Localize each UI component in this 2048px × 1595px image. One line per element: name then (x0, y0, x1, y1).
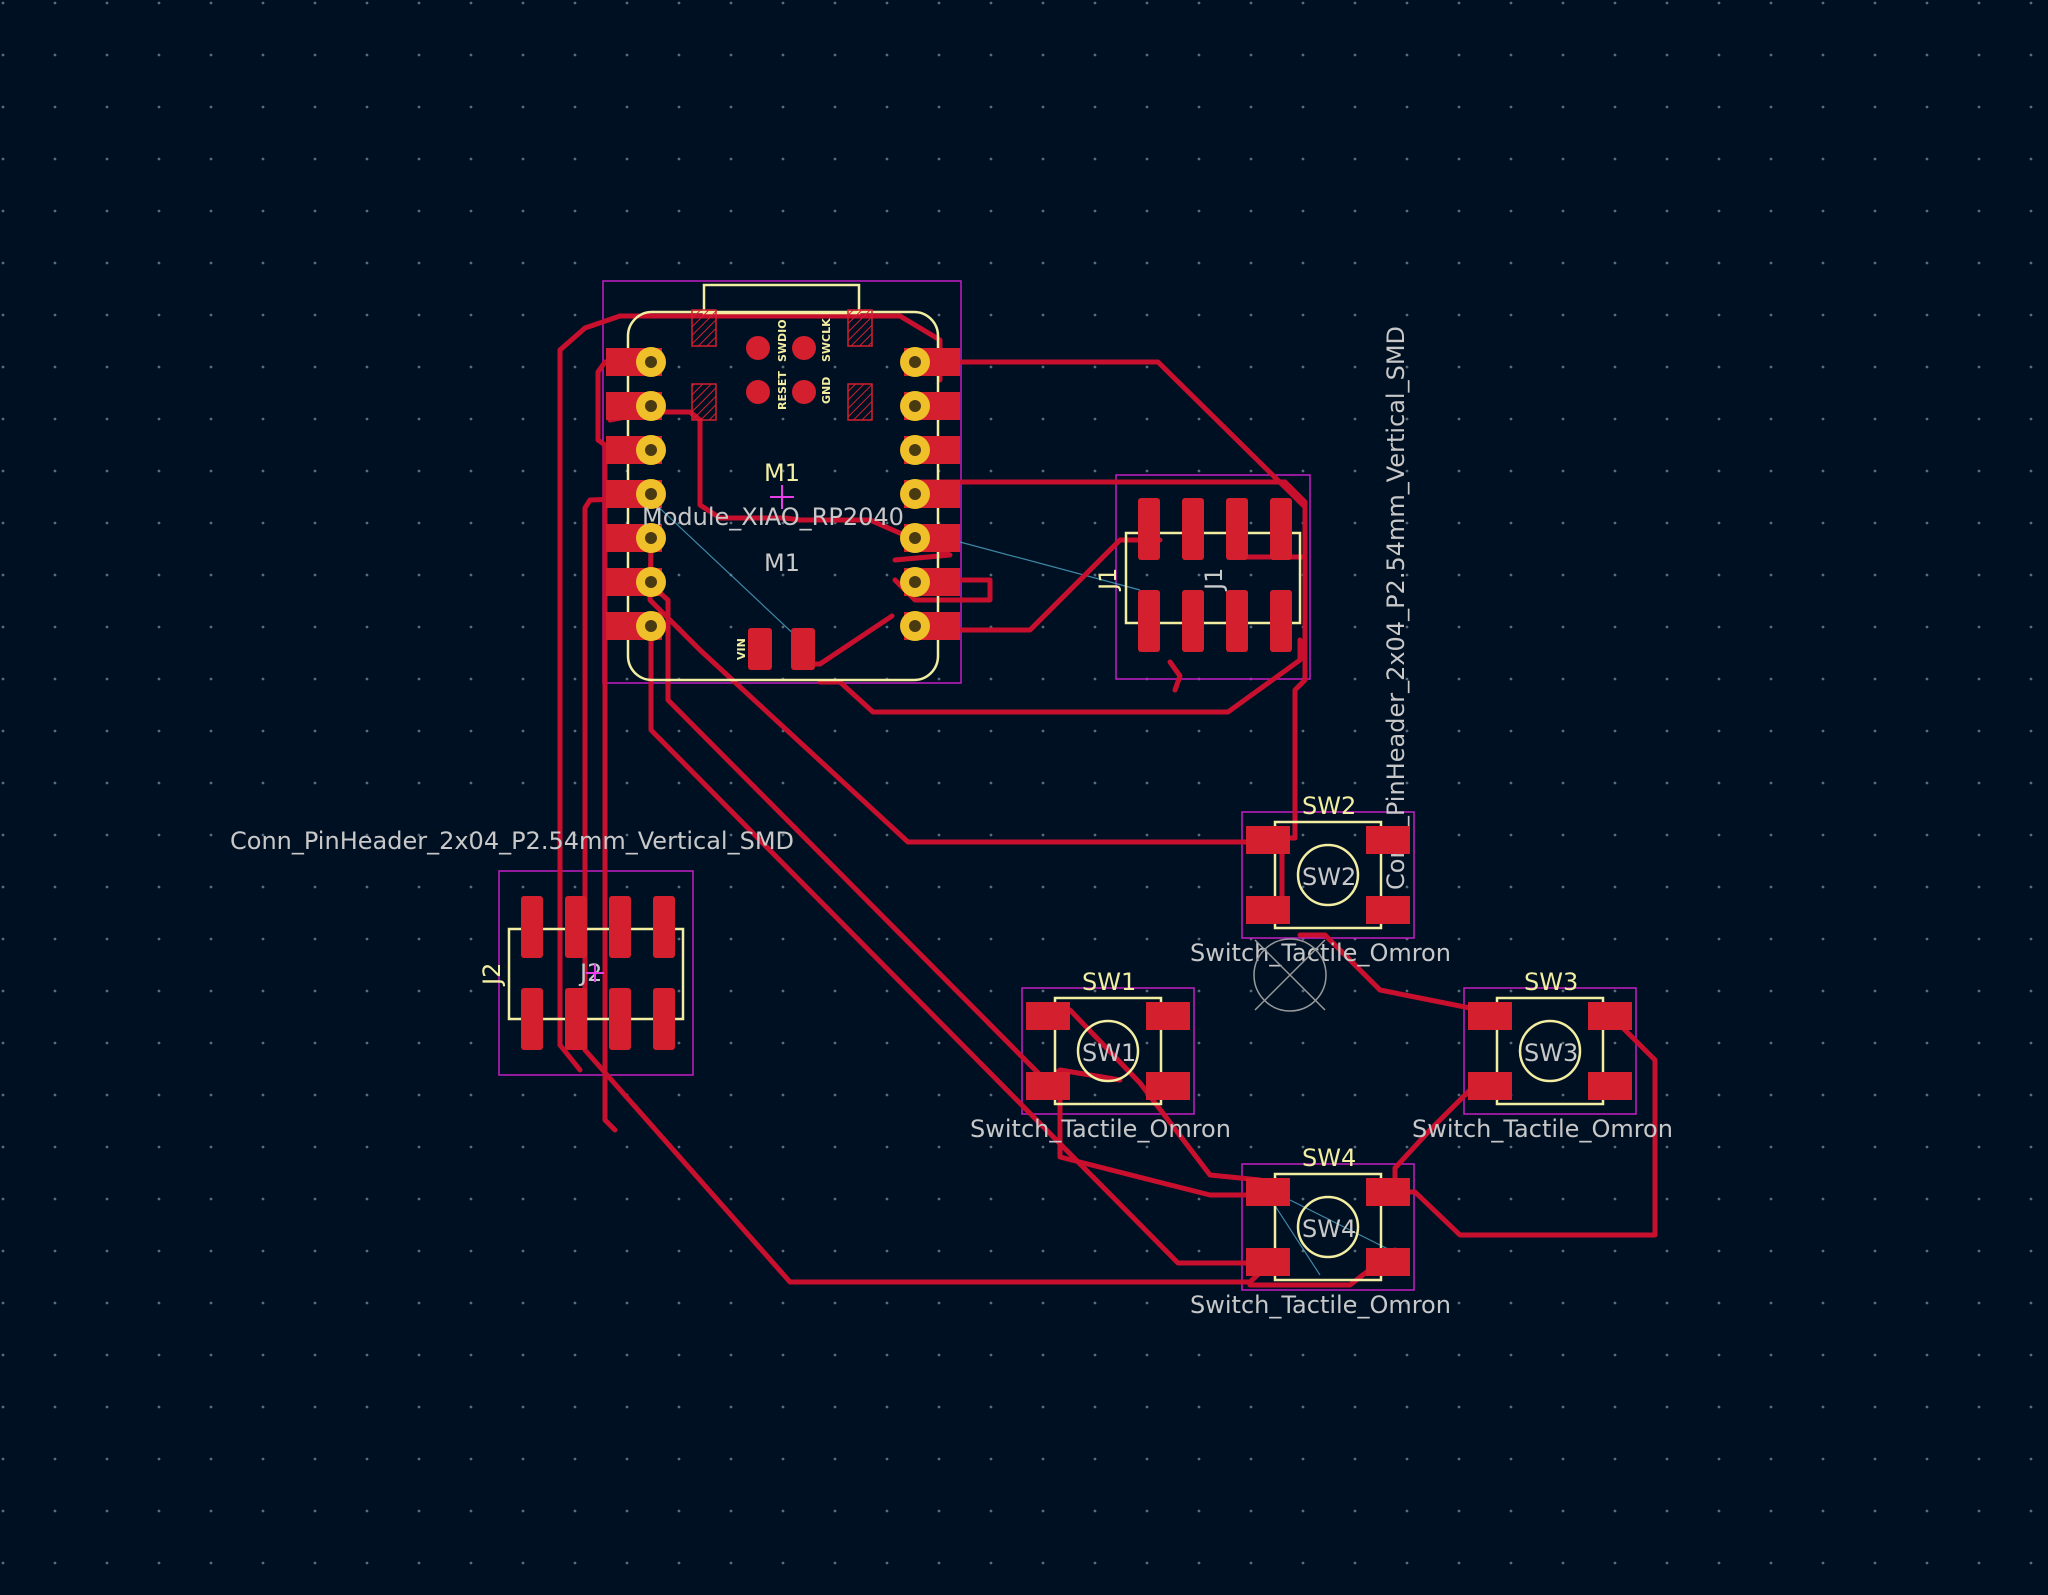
m1-right-pads (900, 347, 960, 641)
sw1-fab-reference: SW1 (1082, 1039, 1136, 1067)
m1-fab-reference: M1 (764, 549, 800, 577)
footprint-m1[interactable]: RESET SWDIO GND SWCLK VIN M1 Module_XIAO… (606, 283, 960, 682)
sw4-fab-reference: SW4 (1302, 1215, 1356, 1243)
sw2-fab-reference: SW2 (1302, 863, 1356, 891)
m1-pin-label-gnd: GND (820, 377, 833, 404)
footprint-sw3[interactable]: SW3 SW3 Switch_Tactile_Omron (1412, 968, 1673, 1143)
sw1-reference: SW1 (1082, 968, 1136, 996)
m1-pin-label-reset: RESET (776, 371, 789, 410)
j2-anchor-icon (586, 964, 604, 982)
sw2-value: Switch_Tactile_Omron (1190, 939, 1451, 967)
m1-value: Module_XIAO_RP2040 (642, 503, 904, 531)
sw3-value: Switch_Tactile_Omron (1412, 1115, 1673, 1143)
footprint-j1[interactable]: J1 J1 Conn_PinHeader_2x04_P2.54mm_Vertic… (1094, 326, 1410, 890)
j2-value: Conn_PinHeader_2x04_P2.54mm_Vertical_SMD (230, 827, 794, 855)
mounting-hole-icon (1253, 938, 1327, 1012)
sw3-reference: SW3 (1524, 968, 1578, 996)
footprint-sw4[interactable]: SW4 SW4 Switch_Tactile_Omron (1190, 1144, 1451, 1319)
j2-reference: J2 (478, 963, 506, 987)
j1-reference: J1 (1094, 568, 1122, 592)
m1-reference: M1 (764, 459, 800, 487)
m1-left-pads (606, 347, 666, 641)
sw2-reference: SW2 (1302, 792, 1356, 820)
sw1-value: Switch_Tactile_Omron (970, 1115, 1231, 1143)
m1-pin-label-swdio: SWDIO (776, 319, 789, 362)
sw4-reference: SW4 (1302, 1144, 1356, 1172)
j1-fab-reference: J1 (1200, 568, 1228, 592)
sw4-value: Switch_Tactile_Omron (1190, 1291, 1451, 1319)
m1-anchor-icon (770, 485, 794, 509)
m1-pin-label-swclk: SWCLK (820, 318, 833, 362)
footprint-sw1[interactable]: SW1 SW1 Switch_Tactile_Omron (970, 968, 1231, 1143)
footprint-sw2[interactable]: SW2 SW2 Switch_Tactile_Omron (1190, 792, 1451, 967)
j1-value: Conn_PinHeader_2x04_P2.54mm_Vertical_SMD (1382, 326, 1410, 890)
footprint-j2[interactable]: J2 J2 Conn_PinHeader_2x04_P2.54mm_Vertic… (230, 827, 794, 1050)
m1-pin-label-vin: VIN (735, 638, 748, 660)
sw3-fab-reference: SW3 (1524, 1039, 1578, 1067)
